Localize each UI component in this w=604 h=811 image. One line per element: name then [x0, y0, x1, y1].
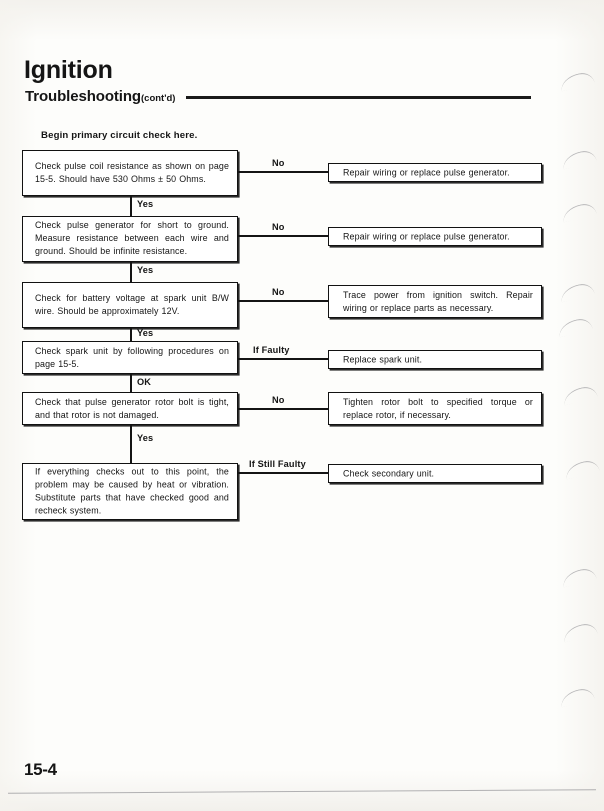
flow-result-text-1: Repair wiring or replace pulse generator…	[343, 166, 510, 177]
scan-smudge-artifact	[556, 316, 594, 338]
scan-smudge-artifact	[558, 70, 596, 92]
branch-connector-2	[238, 235, 328, 238]
flow-result-text-3: Trace power from ignition switch. Repair…	[343, 289, 533, 313]
flow-result-box-5: Tighten rotor bolt to specified torque o…	[328, 392, 542, 425]
flow-step-box-6: If everything checks out to this point, …	[22, 463, 238, 520]
step-connector-1-2	[130, 196, 133, 216]
flow-result-box-6: Check secondary unit.	[328, 464, 542, 483]
branch-label-5: No	[272, 395, 285, 405]
flow-step-text-6: If everything checks out to this point, …	[35, 466, 229, 516]
step-label-2: Yes	[137, 265, 154, 275]
scan-smudge-artifact	[561, 384, 599, 406]
scan-smudge-artifact	[561, 621, 599, 643]
step-label-1: Yes	[137, 199, 154, 209]
scan-smudge-artifact	[558, 686, 596, 708]
step-label-3: Yes	[137, 328, 154, 338]
flow-step-text-4: Check spark unit by following procedures…	[35, 345, 229, 369]
flow-result-text-2: Repair wiring or replace pulse generator…	[343, 230, 510, 241]
branch-connector-5	[238, 408, 328, 411]
flow-result-text-5: Tighten rotor bolt to specified torque o…	[343, 396, 533, 420]
step-connector-3-4	[130, 328, 133, 341]
flow-step-box-1: Check pulse coil resistance as shown on …	[22, 150, 238, 196]
flow-step-box-3: Check for battery voltage at spark unit …	[22, 282, 238, 328]
section-subtitle: Troubleshooting(cont'd)	[25, 88, 175, 105]
step-label-5: Yes	[137, 433, 154, 443]
scan-smudge-artifact	[558, 281, 596, 303]
scan-smudge-artifact	[560, 566, 598, 588]
flow-step-text-5: Check that pulse generator rotor bolt is…	[35, 396, 229, 420]
flow-result-box-4: Replace spark unit.	[328, 350, 542, 369]
scan-smudge-artifact	[560, 148, 598, 170]
flow-step-text-2: Check pulse generator for short to groun…	[35, 220, 229, 257]
page-number: 15-4	[24, 760, 57, 779]
branch-connector-6	[238, 472, 328, 475]
scan-smudge-artifact	[563, 458, 601, 480]
section-subtitle-contd: (cont'd)	[141, 93, 176, 104]
step-connector-2-3	[130, 262, 133, 282]
section-subtitle-text: Troubleshooting	[25, 88, 141, 105]
flow-result-text-6: Check secondary unit.	[343, 467, 435, 478]
page-title: Ignition	[24, 56, 113, 84]
flow-result-box-1: Repair wiring or replace pulse generator…	[328, 163, 542, 182]
branch-label-3: No	[272, 287, 285, 297]
step-connector-4-5	[130, 374, 133, 392]
flow-step-text-3: Check for battery voltage at spark unit …	[35, 292, 229, 316]
header-rule	[186, 96, 531, 99]
flow-step-box-5: Check that pulse generator rotor bolt is…	[22, 392, 238, 425]
step-label-4: OK	[137, 377, 152, 387]
branch-connector-4	[238, 358, 328, 361]
scan-smudge-artifact	[560, 201, 598, 223]
branch-label-4: If Faulty	[253, 345, 290, 355]
flow-result-box-2: Repair wiring or replace pulse generator…	[328, 227, 542, 246]
flow-step-box-2: Check pulse generator for short to groun…	[22, 216, 238, 262]
branch-connector-3	[238, 300, 328, 303]
branch-connector-1	[238, 171, 328, 174]
flowchart-caption: Begin primary circuit check here.	[41, 130, 198, 141]
footer-scan-edge	[8, 789, 596, 794]
flow-step-box-4: Check spark unit by following procedures…	[22, 341, 238, 374]
flow-result-text-4: Replace spark unit.	[343, 353, 423, 364]
flow-result-box-3: Trace power from ignition switch. Repair…	[328, 285, 542, 318]
branch-label-6: If Still Faulty	[249, 459, 306, 469]
step-connector-5-6	[130, 425, 133, 463]
flow-step-text-1: Check pulse coil resistance as shown on …	[35, 160, 229, 184]
branch-label-2: No	[272, 222, 285, 232]
branch-label-1: No	[272, 158, 285, 168]
